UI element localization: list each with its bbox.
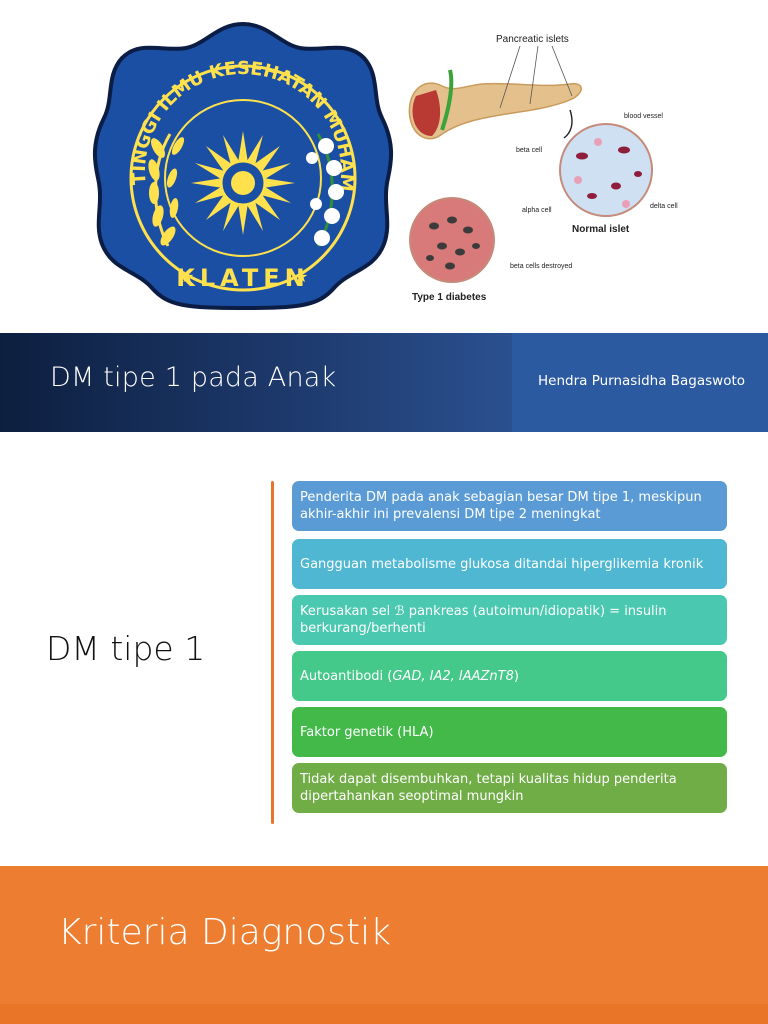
- type1-islet-circle: [409, 197, 495, 283]
- author-name: Hendra Purnasidha Bagaswoto: [538, 373, 746, 389]
- vertical-divider: [271, 481, 274, 824]
- slide-3-bottom-band: [0, 1004, 768, 1024]
- list-item: Kerusakan sel ℬ pankreas (autoimun/idiop…: [292, 595, 727, 645]
- list-item-text: Gangguan metabolisme glukosa ditandai hi…: [300, 556, 704, 572]
- pancreatic-islet-diagram: Pancreatic islets blood vessel beta cell…: [408, 34, 678, 303]
- slide-3-title: Kriteria Diagnostik: [58, 912, 391, 953]
- label-alpha-cell: alpha cell: [522, 207, 552, 214]
- label-pancreatic-islets: Pancreatic islets: [496, 34, 569, 45]
- stikes-muhammadiyah-klaten-logo: SEKOLAH TINGGI ILMU KESEHATAN MUHAMMADIY…: [88, 18, 394, 310]
- star-right-icon: ★: [294, 269, 308, 286]
- label-type1-diabetes: Type 1 diabetes: [412, 292, 487, 303]
- list-item: Penderita DM pada anak sebagian besar DM…: [292, 481, 727, 531]
- slide-2: DM tipe 1 Penderita DM pada anak sebagia…: [0, 433, 768, 866]
- label-beta-cell: beta cell: [516, 147, 543, 154]
- list-item: Tidak dapat disembuhkan, tetapi kualitas…: [292, 763, 727, 813]
- list-item-text: Kerusakan sel ℬ pankreas (autoimun/idiop…: [300, 604, 667, 636]
- list-item-text: Tidak dapat disembuhkan, tetapi kualitas…: [300, 772, 677, 804]
- list-item-text: Penderita DM pada anak sebagian besar DM…: [300, 490, 702, 522]
- laurel-left: [148, 133, 185, 247]
- author-panel: [512, 333, 768, 432]
- list-item-text: Faktor genetik (HLA): [300, 724, 434, 740]
- list-item: Faktor genetik (HLA): [292, 707, 727, 757]
- label-normal-islet: Normal islet: [572, 224, 630, 235]
- cotton-right: [306, 133, 344, 247]
- list-item: Autoantibodi (GAD, IA2, IAAZnT8): [292, 651, 727, 701]
- label-beta-destroyed: beta cells destroyed: [510, 263, 572, 270]
- slide-title: DM tipe 1 pada Anak: [50, 362, 337, 393]
- slide-2-title: DM tipe 1: [46, 629, 206, 668]
- list-item: Gangguan metabolisme glukosa ditandai hi…: [292, 539, 727, 589]
- label-delta-cell: delta cell: [650, 203, 678, 210]
- list-item-text: Autoantibodi (GAD, IA2, IAAZnT8): [300, 668, 519, 684]
- star-left-icon: ★: [180, 269, 194, 286]
- normal-islet-circle: [559, 123, 653, 217]
- label-blood-vessel: blood vessel: [624, 113, 663, 120]
- slide-1: SEKOLAH TINGGI ILMU KESEHATAN MUHAMMADIY…: [0, 0, 768, 432]
- logo-klaten-text: KLATEN: [176, 264, 309, 292]
- sun-emblem: [191, 131, 295, 235]
- slide-3: Kriteria Diagnostik: [0, 866, 768, 1024]
